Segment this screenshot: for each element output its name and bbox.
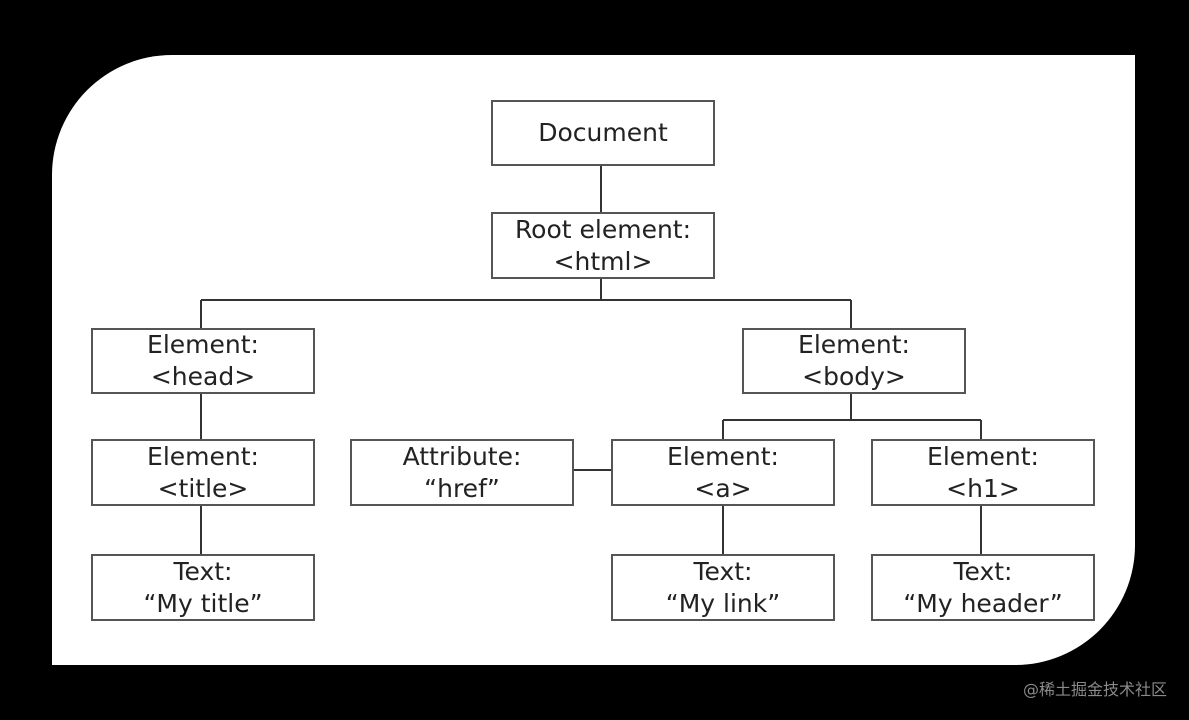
header-text-node: Text: “My header”: [871, 554, 1095, 621]
node-text: “My link”: [665, 588, 781, 618]
node-label: Element:: [798, 330, 910, 359]
node-label: Element:: [147, 441, 259, 471]
root-element-node: Root element: <html>: [491, 212, 715, 279]
node-tag: <html>: [553, 246, 653, 276]
watermark-label: @稀土掘金技术社区: [1022, 680, 1167, 699]
title-text-node: Text: “My title”: [91, 554, 315, 621]
node-label: Element:: [667, 441, 779, 471]
node-label: Element:: [927, 441, 1039, 471]
node-label: Root element:: [514, 214, 692, 244]
link-text-node: Text: “My link”: [611, 554, 835, 621]
node-tag: <head>: [150, 362, 256, 391]
node-label: Attribute:: [402, 441, 522, 471]
node-text: “My title”: [143, 588, 263, 618]
body-element-node: Element: <body>: [742, 328, 966, 394]
node-label: Document: [538, 118, 668, 147]
a-element-node: Element: <a>: [611, 439, 835, 506]
node-tag: <a>: [694, 473, 752, 503]
node-label: Text:: [953, 556, 1013, 586]
head-element-node: Element: <head>: [91, 328, 315, 394]
node-tag: “href”: [424, 473, 500, 503]
node-tag: <h1>: [946, 473, 1020, 503]
node-label: Element:: [147, 330, 259, 359]
node-label: Text:: [173, 556, 233, 586]
document-node: Document: [491, 100, 715, 166]
node-tag: <title>: [157, 473, 249, 503]
node-label: Text:: [693, 556, 753, 586]
node-text: “My header”: [903, 588, 1063, 618]
h1-element-node: Element: <h1>: [871, 439, 1095, 506]
title-element-node: Element: <title>: [91, 439, 315, 506]
node-tag: <body>: [802, 362, 906, 391]
href-attribute-node: Attribute: “href”: [350, 439, 574, 506]
